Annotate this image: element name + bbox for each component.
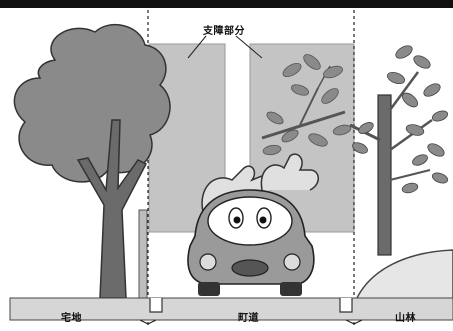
surprised-car-icon (187, 153, 319, 296)
forest-label: 山林 (395, 313, 416, 324)
overhanging-leaves (261, 54, 352, 156)
boundary-marker-right (345, 319, 363, 325)
boundary-marker-left (139, 319, 157, 325)
residential-land-label: 宅地 (61, 313, 82, 324)
broadleaf-tree-icon (13, 23, 171, 299)
label-pointer-left (187, 35, 207, 59)
label-pointer-right (235, 35, 263, 59)
bare-branch-tree-icon (349, 45, 449, 256)
gutter-left (149, 298, 163, 313)
top-border (0, 0, 453, 8)
fence-post (138, 209, 148, 299)
town-road-label: 町道 (238, 313, 259, 324)
obstruction-area-label: 支障部分 (203, 26, 245, 37)
forest-hill (354, 249, 453, 301)
gutter-right (339, 298, 353, 313)
